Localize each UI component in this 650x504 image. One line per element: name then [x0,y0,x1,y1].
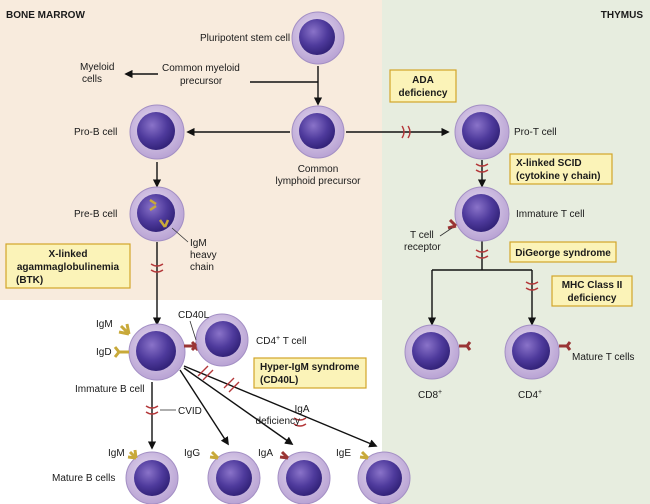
leader-igm-heavy [171,227,189,243]
box-x-scid-line-2: (cytokine γ chain) [516,171,600,182]
label-immature-b: Immature B cell [75,384,144,395]
box-xla: X-linked agammaglobulinemia (BTK) [5,243,131,289]
block-cd40l-2 [223,377,240,393]
block-mhc-ii [525,281,539,291]
pre-b-igm-chain-1 [158,219,170,228]
box-mhc-line-2: deficiency [568,293,617,304]
lymphoid-precursor-cell [291,105,345,159]
label-tcr-2: receptor [404,242,441,253]
box-digeorge-line-1: DiGeorge syndrome [515,248,611,259]
label-cvid: CVID [178,406,202,417]
label-mature-iga: IgA [258,448,273,459]
igd-receptor [113,346,129,358]
label-lymphoid-1: Common [298,164,339,175]
label-myeloid-cells-2: cells [82,74,102,85]
label-cd4-helper: CD4+ T cell [256,335,306,347]
box-mhc-class-ii: MHC Class II deficiency [551,275,633,307]
label-igm-heavy-1: IgM [190,238,207,249]
label-mature-igg: IgG [184,448,200,459]
label-igm-heavy-3: chain [190,262,214,273]
block-cd40l-1 [197,365,214,381]
label-mature-ige: IgE [336,448,351,459]
cd40l-ligand [190,340,198,352]
mature-b-ige-cell [357,450,411,504]
label-cd40l: CD40L [178,310,210,321]
box-hyper-igm-line-2: (CD40L) [260,375,298,386]
label-lymphoid-2: lymphoid precursor [275,176,361,187]
label-cd8: CD8+ [418,389,442,401]
block-x-scid [475,163,489,173]
mature-b-igg-cell [207,450,261,504]
pre-b-cell [129,186,185,242]
block-marks [145,125,539,427]
igm-receptor [118,323,131,336]
label-pre-b: Pre-B cell [74,209,117,220]
label-myeloid-cells-1: Myeloid [80,62,114,73]
arrows [124,66,537,450]
immature-b-cell [113,323,200,381]
pre-b-igm-chain-2 [149,198,157,212]
block-ada [401,125,411,139]
immature-t-cell [447,186,510,242]
label-pro-b: Pro-B cell [74,127,117,138]
box-ada-deficiency: ADA deficiency [389,69,457,103]
label-myeloid-precursor-2: precursor [180,76,223,87]
block-digeorge [475,249,489,259]
block-cvid [145,405,159,415]
stem-cell [291,11,345,65]
label-myeloid-precursor-1: Common myeloid [162,63,240,74]
label-pro-t: Pro-T cell [514,127,557,138]
cd4-t-cell [504,324,572,380]
bone-marrow-header: BONE MARROW [6,10,85,21]
pro-b-cell [129,104,185,160]
label-mature-b: Mature B cells [52,473,115,484]
box-hyper-igm: Hyper-IgM syndrome (CD40L) [253,357,367,389]
label-mature-igm: IgM [108,448,125,459]
mature-b-igm-cell [125,449,179,504]
t-cell-receptor-mark [447,218,458,230]
box-xla-line-1: X-linked [49,249,88,260]
block-iga [293,417,307,427]
box-hyper-igm-line-1: Hyper-IgM syndrome [260,362,360,373]
label-tcr-1: T cell [410,230,434,241]
label-immature-t: Immature T cell [516,209,585,220]
block-xla [150,263,164,273]
mature-b-iga-cell [277,450,331,504]
leader-tcr [439,227,453,237]
box-ada-line-1: ADA [412,75,434,86]
label-stem: Pluripotent stem cell [200,33,290,44]
cd8-t-cell [404,324,472,380]
label-igm-surface: IgM [96,319,113,330]
label-iga-def-1: IgA [294,404,309,415]
arrow-b-to-ige [183,365,378,448]
thymus-header: THYMUS [601,10,644,21]
label-igm-heavy-2: heavy [190,250,217,261]
box-xla-line-3: (BTK) [16,275,43,286]
box-x-scid-line-1: X-linked SCID [516,158,582,169]
label-igd-surface: IgD [96,347,112,358]
leader-cd40l [189,320,197,341]
box-ada-line-2: deficiency [399,88,448,99]
box-digeorge: DiGeorge syndrome [509,241,617,263]
box-mhc-line-1: MHC Class II [562,280,623,291]
label-iga-def-2: deficiency [256,416,300,427]
label-cd4: CD4+ [518,389,542,401]
box-xla-line-2: agammaglobulinemia [17,262,120,273]
pro-t-cell [454,104,510,160]
label-mature-t: Mature T cells [572,352,634,363]
arrow-b-to-iga [183,367,294,445]
box-x-linked-scid: X-linked SCID (cytokine γ chain) [509,153,613,185]
arrow-b-to-igg [179,369,229,446]
